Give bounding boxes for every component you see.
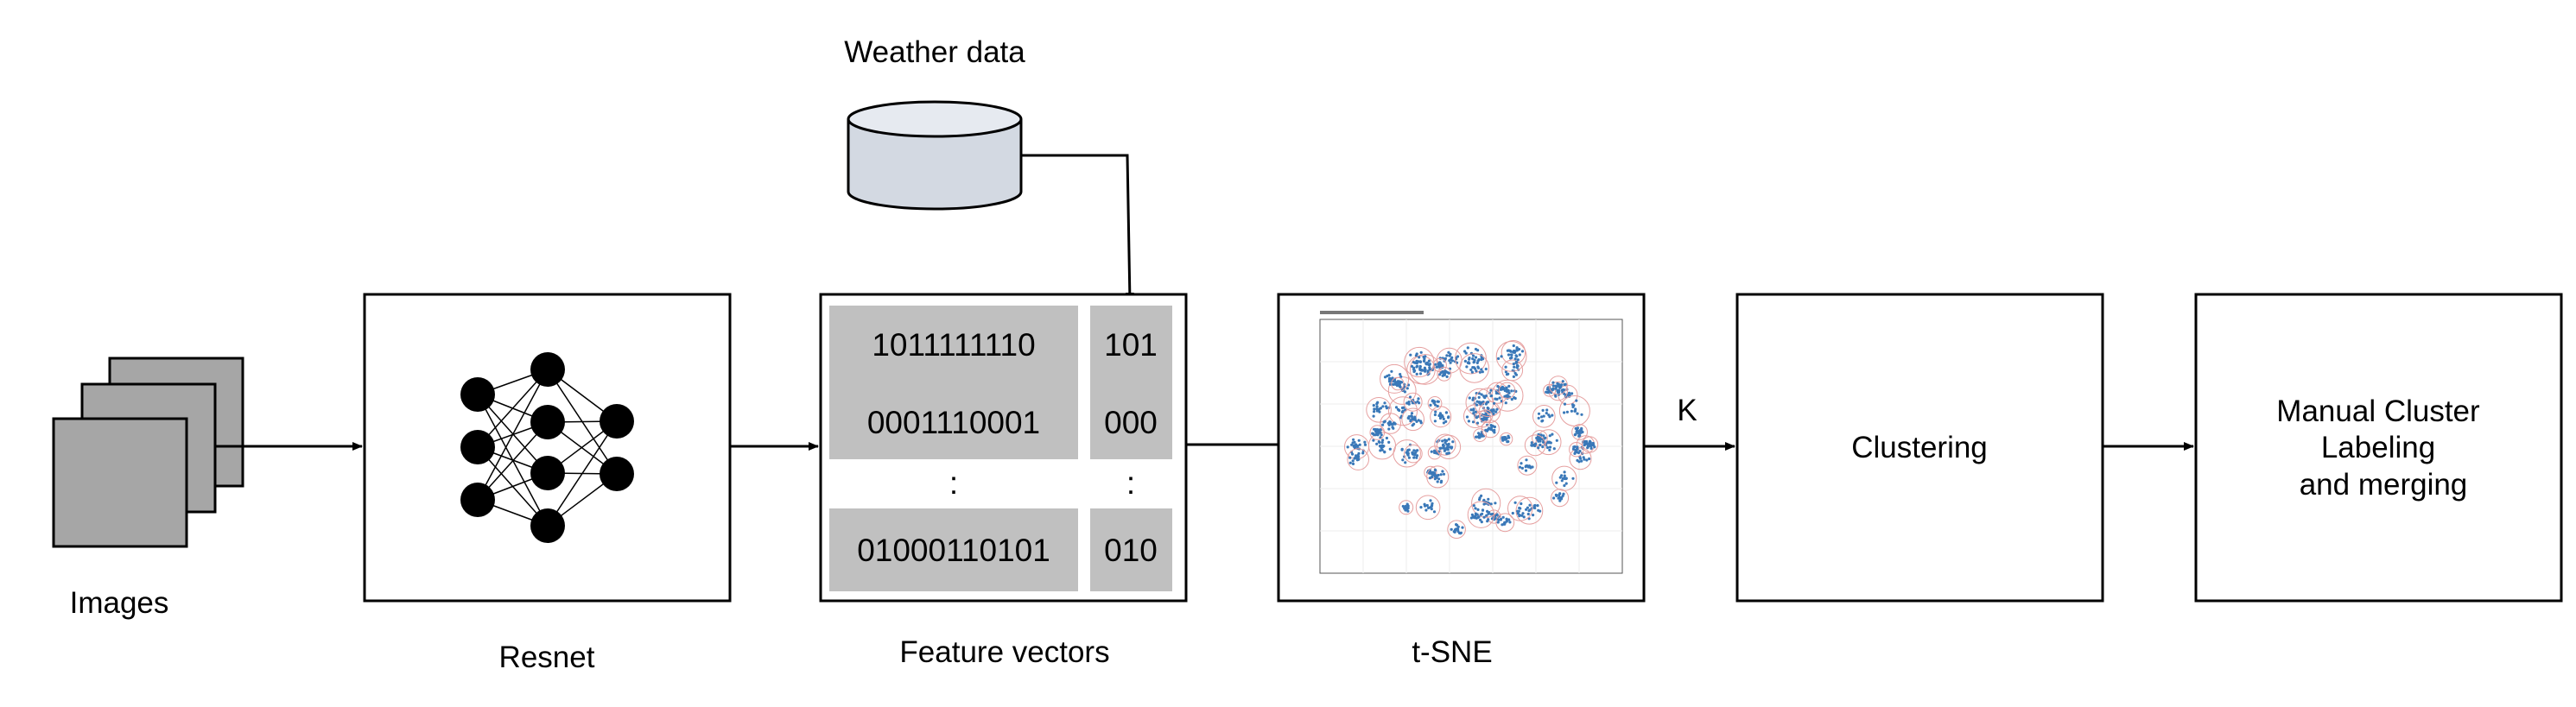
clustering-box — [1735, 293, 2104, 603]
image-feature-row: 0001110001 — [867, 405, 1040, 440]
resnet-label: Resnet — [499, 641, 595, 674]
nn-node — [530, 352, 565, 387]
nn-node — [600, 404, 634, 439]
manual-labeling-label-line1: Manual Cluster — [2276, 395, 2480, 428]
nn-connection — [547, 420, 618, 527]
image-feature-row: 01000110101 — [857, 533, 1050, 568]
nn-node — [530, 456, 565, 490]
nn-connection — [477, 421, 549, 501]
resnet-box — [363, 293, 732, 603]
weather-feature-row: 010 — [1104, 533, 1158, 568]
image-feature-ellipsis: : — [949, 465, 958, 501]
nn-node — [530, 508, 565, 543]
images-label: Images — [70, 586, 169, 620]
weather-feature-ellipsis: : — [1126, 465, 1135, 501]
weather-feature-row: 101 — [1104, 327, 1158, 363]
manual-labeling-box — [2194, 293, 2563, 603]
image-features-bottom-cell — [829, 508, 1078, 591]
image-feature-row: 1011111110 — [872, 327, 1035, 363]
k-label: K — [1677, 394, 1697, 427]
weather-data-cylinder — [847, 100, 1023, 211]
manual-labeling-label-line2: Labeling — [2321, 431, 2435, 464]
nn-connection — [477, 369, 549, 501]
tsne-label: t-SNE — [1412, 635, 1492, 669]
nn-node — [460, 430, 495, 464]
weather-to-features-arrow — [1021, 154, 1134, 303]
weather-feature-row: 000 — [1104, 405, 1158, 440]
weather-features-bottom-cell — [1090, 508, 1172, 591]
nn-connection — [477, 369, 549, 448]
image-features-top-cell — [829, 306, 1078, 459]
weather-data-label: Weather data — [844, 35, 1025, 69]
tsne-scatter-thumbnail — [1319, 311, 1623, 574]
neural-network-icon — [460, 352, 634, 543]
feature-vectors-label: Feature vectors — [899, 635, 1109, 669]
nn-node — [460, 483, 495, 517]
nn-node — [460, 377, 495, 412]
manual-labeling-label-line3: and merging — [2300, 468, 2468, 502]
nn-node — [600, 457, 634, 491]
nn-node — [530, 405, 565, 439]
weather-features-top-cell — [1090, 306, 1172, 459]
clustering-label: Clustering — [1851, 431, 1988, 464]
images-stack-icon — [52, 357, 244, 548]
